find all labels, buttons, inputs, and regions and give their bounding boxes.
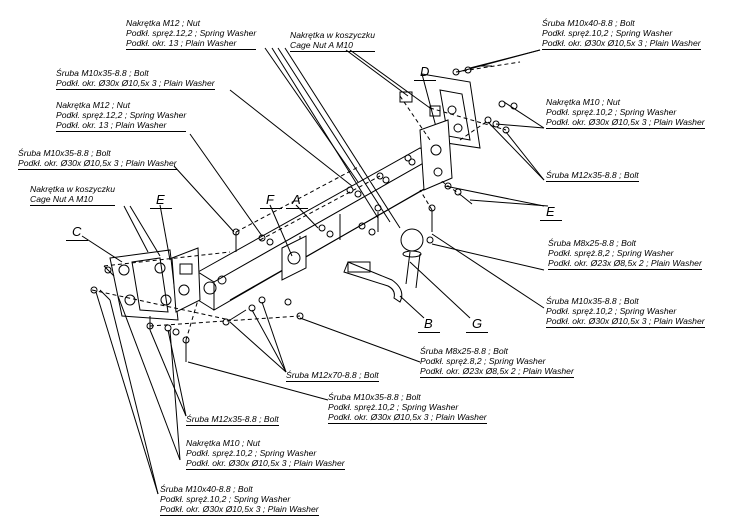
callout-bolt-m12x35-left: Śruba M12x35-8.8 ; Bolt bbox=[186, 414, 279, 426]
ball-mount bbox=[343, 228, 424, 303]
label-f: F bbox=[260, 192, 282, 209]
callout-bolt-m12x70: Śruba M12x70-8.8 ; Bolt bbox=[286, 370, 379, 382]
right-end-plate bbox=[419, 119, 453, 191]
label-d: D bbox=[414, 64, 436, 81]
label-a: A bbox=[286, 192, 308, 209]
label-b: B bbox=[418, 316, 440, 333]
crossbar-beam bbox=[197, 147, 438, 311]
callout-bolt-m12x35-right: Śruba M12x35-8.8 ; Bolt bbox=[546, 170, 639, 182]
fasteners bbox=[90, 65, 518, 362]
right-bracket bbox=[399, 73, 481, 149]
left-end-plate bbox=[171, 247, 227, 313]
label-e-left: E bbox=[150, 192, 172, 209]
label-e-right: E bbox=[540, 204, 562, 221]
left-bracket bbox=[109, 249, 179, 321]
leader-lines bbox=[81, 47, 549, 495]
label-c: C bbox=[66, 224, 88, 241]
label-g: G bbox=[466, 316, 488, 333]
